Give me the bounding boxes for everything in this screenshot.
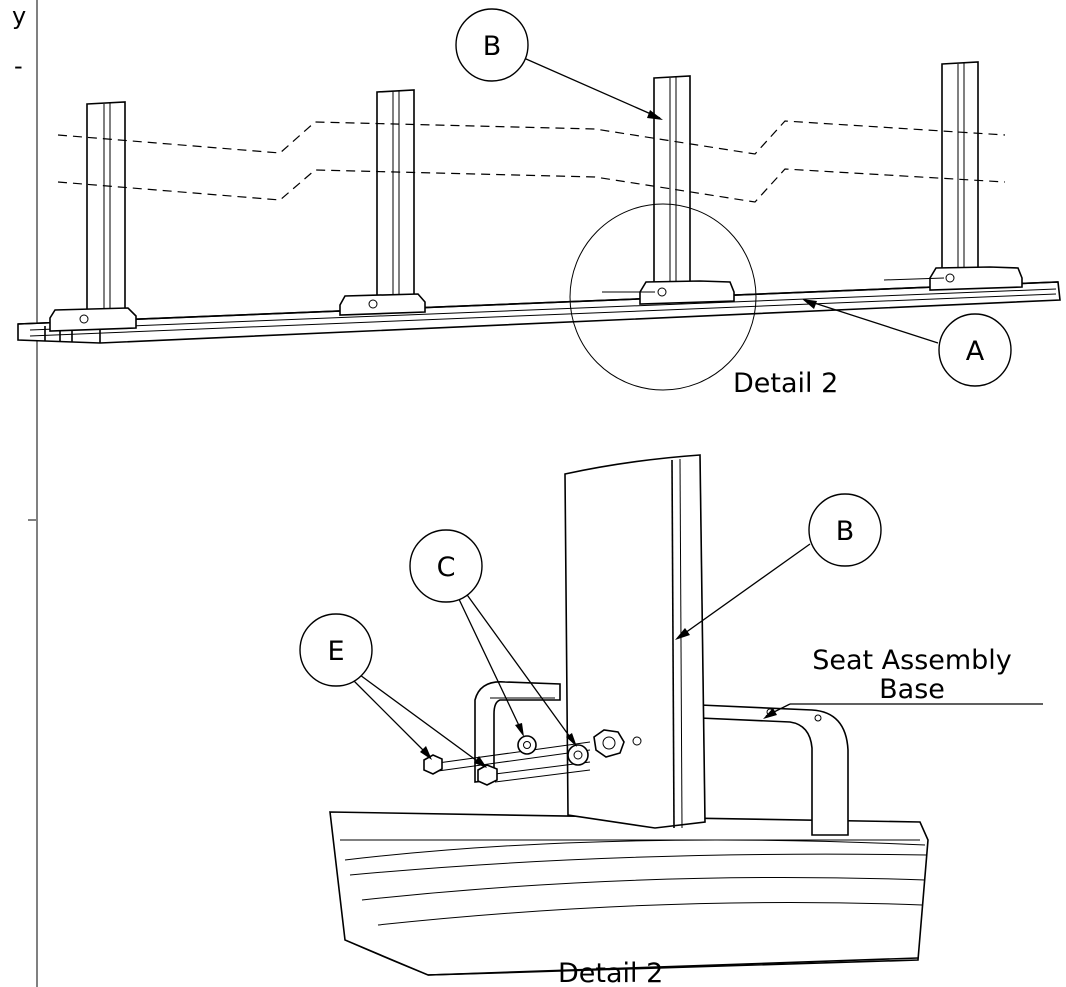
leader-line-b-top [516,54,661,119]
leader-line-c-2 [464,591,576,745]
nut [593,729,625,758]
leader-line-e-1 [350,677,431,758]
callout-bubble-a [938,313,1012,387]
leader-arrow [566,733,577,747]
detail-base-platform [329,811,929,976]
bracket-3 [602,280,735,305]
bolt-head [477,764,498,786]
leader-arrow [515,723,524,737]
detail-hardware [423,729,642,786]
leader-line-c-1 [456,594,524,735]
leader-arrow [474,756,487,768]
margin-text-fragment: - [14,52,23,80]
detail-bracket-right [686,704,849,836]
seat-assembly-label-line1: Seat Assembly [812,645,1012,676]
bracket-2 [339,293,426,316]
detail-circle [569,203,757,391]
leader-arrow [675,628,690,640]
margin-text-fragment: y [12,2,26,30]
bolt-head [423,754,443,775]
leader-arrow [763,708,777,719]
washer [517,735,537,755]
bolt-shaft [437,741,591,772]
bracket-1 [49,307,137,332]
callout-label-e: E [327,636,344,667]
callout-label-b-detail: B [836,516,855,547]
detail-post [564,454,706,829]
callout-bubble-e [299,613,373,687]
callout-bubble-b-detail [808,493,882,567]
detail-view: B C E Seat Assembly Base Detail 2 [299,454,1043,987]
top-view: Detail 2 B A [17,8,1061,399]
bolt-hole [632,736,642,746]
detail-caption-top: Detail 2 [733,368,838,399]
post-1 [86,101,126,315]
base-rail [17,281,1061,344]
callout-label-b-top: B [483,31,502,62]
washer [567,744,589,766]
seat-assembly-label-line2: Base [879,674,945,705]
leader-arrow [802,299,817,309]
leader-line-a [804,299,939,344]
dashed-break-line-upper [57,120,1006,155]
callout-label-c: C [437,552,456,583]
dashed-break-line-lower [57,168,1006,203]
leader-arrow [420,746,432,760]
callout-label-a: A [966,336,985,367]
detail-caption-bottom: Detail 2 [558,958,663,987]
bracket-4 [883,266,1023,291]
callout-bubble-c [409,529,483,603]
callout-bubble-b-top [455,8,529,82]
post-4 [941,61,979,283]
post-3 [653,75,691,295]
leader-line-b-detail [677,543,811,639]
leader-arrow [647,110,663,120]
leader-line-e-2 [359,674,485,767]
post-2 [376,89,415,303]
